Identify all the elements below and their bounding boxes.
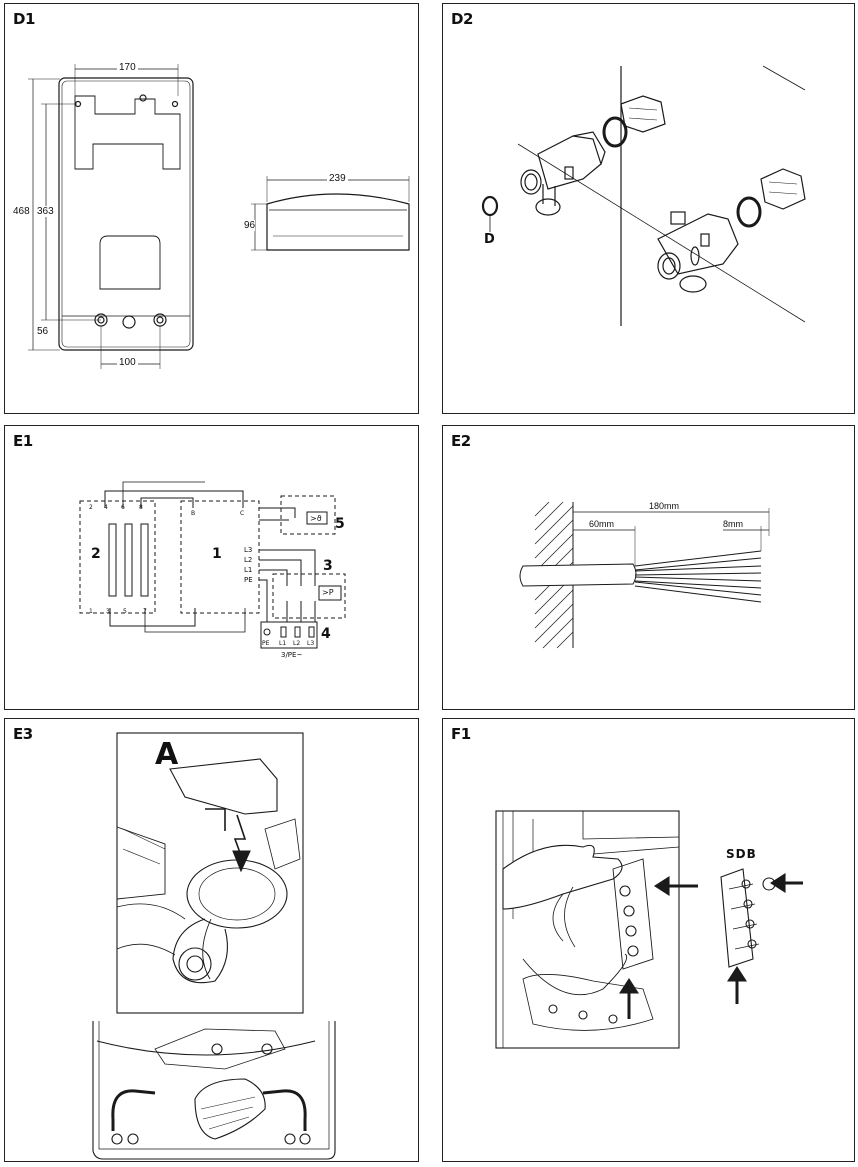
- supply-label: 3/PE~: [281, 651, 303, 659]
- label-5: 5: [335, 516, 345, 532]
- panel-e3: E3 A: [4, 718, 419, 1162]
- phase-l1: L1: [244, 566, 253, 574]
- e2-cable-strip-drawing: [519, 501, 770, 649]
- terminal-c: C: [240, 510, 245, 517]
- panel-title: D1: [13, 10, 35, 28]
- dim-side-width: 239: [327, 173, 348, 184]
- label-2: 2: [91, 546, 101, 562]
- d1-dimension-drawing: [28, 64, 410, 369]
- panel-title: E2: [451, 432, 471, 450]
- bottom-term-l1: L1: [279, 640, 287, 647]
- terminal-bottom-4: 7: [143, 608, 147, 615]
- temp-switch-label: >ϑ: [310, 514, 322, 523]
- terminal-top-4: 8: [139, 504, 143, 511]
- panel-e2: E2 180mm 60mm 8mm: [442, 425, 855, 710]
- phase-l3: L3: [244, 546, 253, 554]
- label-a: A: [155, 737, 179, 772]
- phase-l2: L2: [244, 556, 253, 564]
- terminal-bottom-2: 3: [106, 608, 110, 615]
- panel-title: F1: [451, 725, 471, 743]
- label-d: D: [484, 232, 495, 247]
- terminal-bottom-1: 1: [89, 608, 93, 615]
- panel-title: E3: [13, 725, 33, 743]
- dim-width-top: 170: [117, 62, 138, 73]
- dim-total: 180mm: [649, 501, 680, 511]
- panel-e1: E1 2 1 5 3 4 2 4: [4, 425, 419, 710]
- panel-d1: D1: [4, 3, 419, 414]
- dim-strip: 60mm: [589, 519, 615, 529]
- terminal-top-1: 2: [89, 504, 93, 511]
- panel-title: E1: [13, 432, 33, 450]
- dim-height-bottom: 56: [37, 326, 49, 337]
- terminal-b: B: [191, 510, 196, 517]
- terminal-top-3: 6: [121, 504, 125, 511]
- dim-height-inner: 363: [37, 206, 54, 217]
- terminal-bottom-3: 5: [123, 608, 127, 615]
- panel-f1: F1 SDB: [442, 718, 855, 1162]
- label-sdb: SDB: [726, 847, 757, 861]
- label-1: 1: [212, 546, 222, 562]
- e3-installation-drawing: [92, 732, 336, 1160]
- dim-side-height: 96: [244, 220, 256, 231]
- terminal-top-2: 4: [104, 504, 108, 511]
- f1-connection-drawing: [495, 810, 803, 1049]
- label-3: 3: [323, 558, 333, 574]
- phase-pe: PE: [244, 576, 253, 584]
- bottom-term-l3: L3: [307, 640, 315, 647]
- label-4: 4: [321, 626, 331, 642]
- dim-height-total: 468: [13, 206, 30, 217]
- pressure-switch-label: >P: [322, 588, 334, 597]
- bottom-term-l2: L2: [293, 640, 301, 647]
- panel-d2: D2 D: [442, 3, 855, 414]
- d2-valve-drawing: [481, 65, 806, 326]
- dim-end: 8mm: [723, 519, 743, 529]
- e1-wiring-diagram: [79, 481, 346, 649]
- bottom-term-pe: PE: [262, 640, 270, 647]
- dim-width-bottom: 100: [117, 357, 138, 368]
- panel-title: D2: [451, 10, 473, 28]
